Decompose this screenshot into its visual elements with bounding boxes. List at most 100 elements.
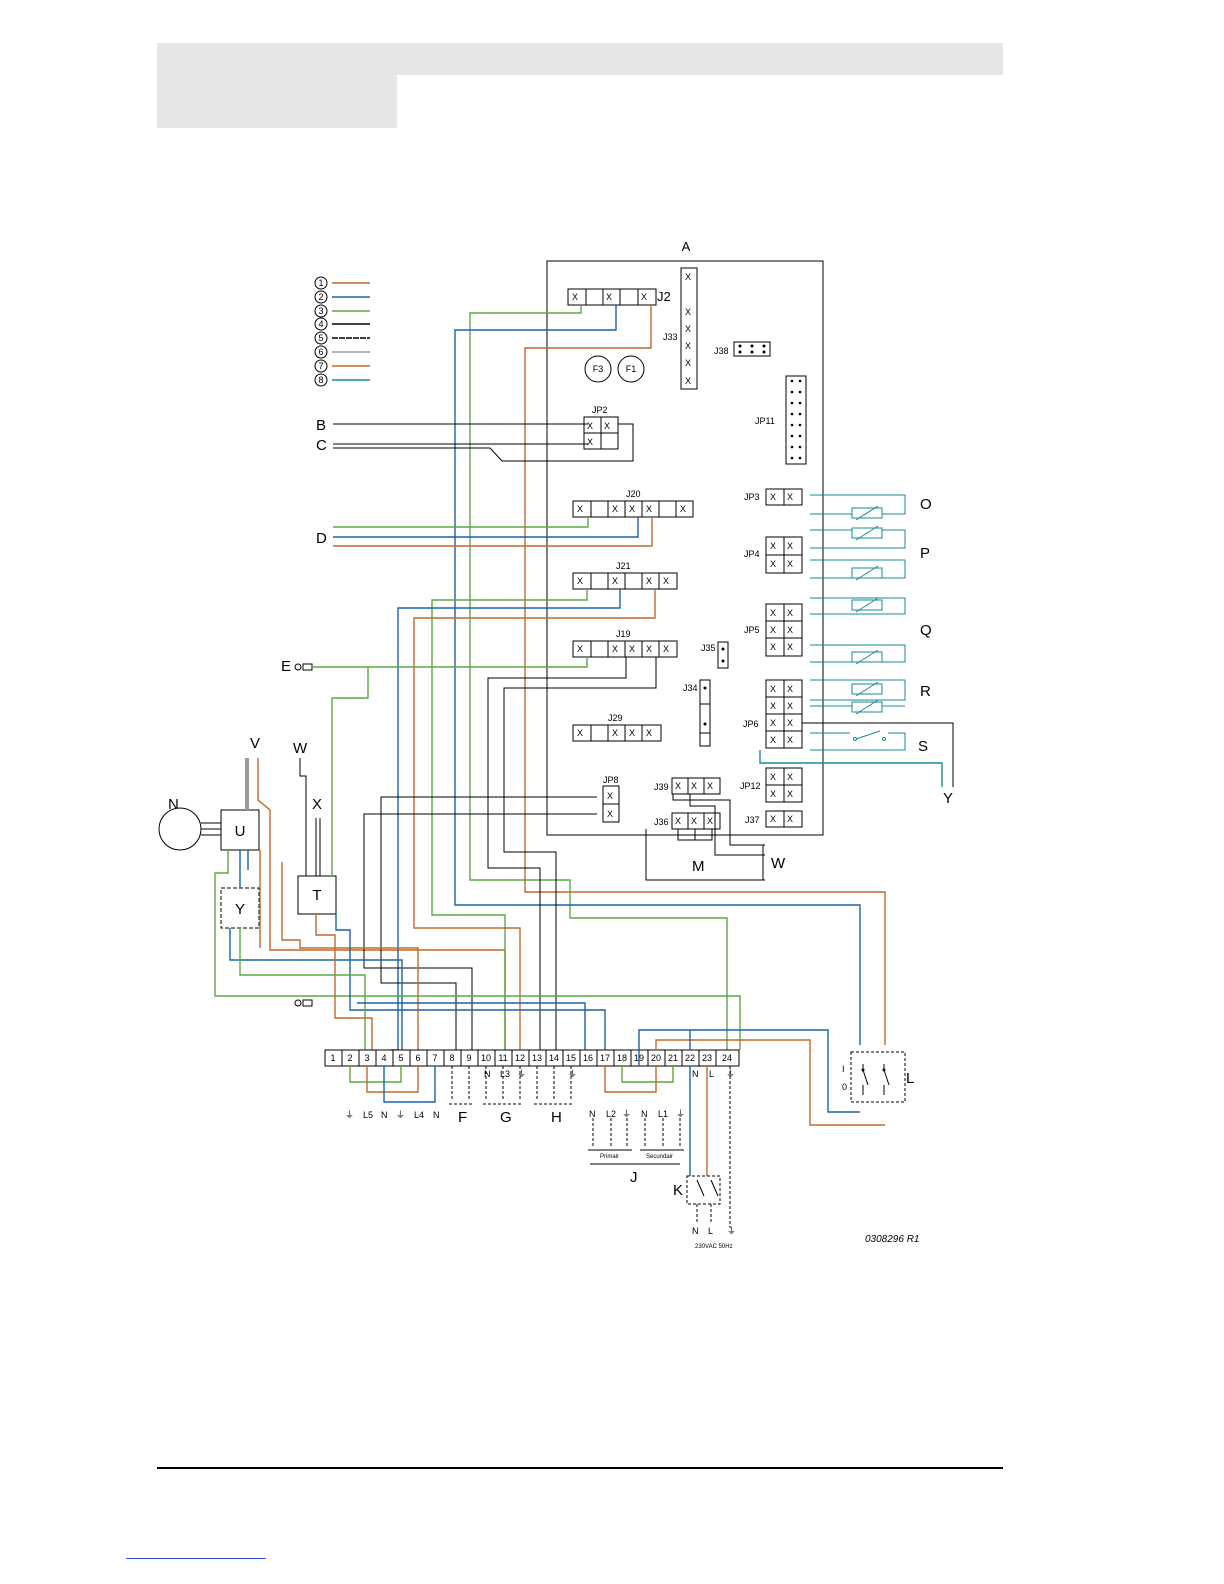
label-C: C xyxy=(316,437,327,454)
svg-text:⏚: ⏚ xyxy=(622,1109,631,1119)
svg-text:X: X xyxy=(607,791,613,801)
svg-text:12: 12 xyxy=(515,1053,525,1063)
svg-text:24: 24 xyxy=(722,1053,732,1063)
svg-text:⏚: ⏚ xyxy=(676,1109,685,1119)
label-R: R xyxy=(920,683,931,700)
mains-switch-K: K N L ⏚ 230VAC 50Hz xyxy=(673,1175,736,1250)
svg-text:X: X xyxy=(685,376,691,386)
sensor-group-P xyxy=(810,525,906,581)
svg-text:1: 1 xyxy=(318,278,323,288)
svg-text:JP12: JP12 xyxy=(740,781,761,791)
footer-link-underline[interactable] xyxy=(126,1558,266,1559)
legend-entry-8: 8 xyxy=(314,373,370,387)
svg-text:X: X xyxy=(577,644,583,654)
svg-text:7: 7 xyxy=(318,361,323,371)
label-W: W xyxy=(293,740,308,757)
svg-text:L3: L3 xyxy=(500,1069,510,1079)
svg-text:X: X xyxy=(663,576,669,586)
svg-text:14: 14 xyxy=(549,1053,559,1063)
svg-text:1: 1 xyxy=(330,1053,335,1063)
connector-JP11: JP11 xyxy=(755,375,807,465)
svg-text:JP6: JP6 xyxy=(743,719,759,729)
svg-text:X: X xyxy=(612,728,618,738)
svg-text:J19: J19 xyxy=(616,629,631,639)
label-H: H xyxy=(551,1109,562,1126)
svg-text:X: X xyxy=(787,559,793,569)
svg-text:J38: J38 xyxy=(714,346,729,356)
label-B: B xyxy=(316,417,326,434)
legend-entry-3: 3 xyxy=(314,304,370,318)
svg-text:X: X xyxy=(607,809,613,819)
svg-text:X: X xyxy=(770,772,776,782)
svg-text:X: X xyxy=(604,421,610,431)
svg-text:L: L xyxy=(906,1070,914,1087)
fuse-F3: F3 xyxy=(584,355,612,383)
svg-text:⏚: ⏚ xyxy=(726,1069,735,1079)
svg-text:0: 0 xyxy=(842,1082,847,1092)
svg-text:8: 8 xyxy=(449,1053,454,1063)
component-U: U xyxy=(220,809,260,851)
svg-text:X: X xyxy=(787,718,793,728)
svg-text:X: X xyxy=(685,307,691,317)
svg-text:11: 11 xyxy=(498,1053,507,1063)
svg-text:JP8: JP8 xyxy=(603,775,619,785)
svg-text:I: I xyxy=(842,1064,845,1074)
svg-text:N: N xyxy=(692,1226,699,1236)
svg-text:X: X xyxy=(787,625,793,635)
label-V: V xyxy=(250,735,260,752)
svg-text:9: 9 xyxy=(466,1053,471,1063)
label-S: S xyxy=(918,738,928,755)
svg-text:X: X xyxy=(685,341,691,351)
switch-S xyxy=(810,730,906,751)
svg-text:X: X xyxy=(629,504,635,514)
svg-text:⏚: ⏚ xyxy=(568,1069,577,1079)
component-T: T xyxy=(297,875,337,915)
svg-text:X: X xyxy=(691,816,697,826)
svg-text:J29: J29 xyxy=(608,713,623,723)
svg-text:5: 5 xyxy=(318,333,323,343)
label-E: E xyxy=(281,658,291,675)
svg-text:X: X xyxy=(787,608,793,618)
svg-text:X: X xyxy=(770,642,776,652)
svg-text:X: X xyxy=(770,559,776,569)
svg-text:X: X xyxy=(629,644,635,654)
svg-text:J37: J37 xyxy=(745,815,760,825)
svg-text:X: X xyxy=(675,781,681,791)
svg-text:Secundair: Secundair xyxy=(646,1154,673,1160)
legend-entry-5: 5 xyxy=(314,331,370,345)
svg-text:X: X xyxy=(707,781,713,791)
legend-entry-6: 6 xyxy=(314,345,370,359)
svg-text:⏚: ⏚ xyxy=(727,1226,736,1236)
svg-text:X: X xyxy=(787,541,793,551)
svg-text:J2: J2 xyxy=(657,289,671,304)
svg-text:N: N xyxy=(381,1110,388,1120)
svg-text:J39: J39 xyxy=(654,782,669,792)
svg-text:Primair: Primair xyxy=(600,1154,619,1160)
svg-text:X: X xyxy=(770,608,776,618)
svg-text:F3: F3 xyxy=(593,364,604,374)
svg-text:X: X xyxy=(612,576,618,586)
svg-text:N: N xyxy=(641,1109,648,1119)
svg-text:J35: J35 xyxy=(701,643,716,653)
svg-text:7: 7 xyxy=(432,1053,437,1063)
svg-text:Y: Y xyxy=(235,901,245,918)
svg-text:J33: J33 xyxy=(663,332,678,342)
earth-terminal-E xyxy=(294,663,313,671)
label-W-right: W xyxy=(771,855,786,872)
svg-text:L1: L1 xyxy=(658,1109,668,1119)
svg-text:3: 3 xyxy=(364,1053,369,1063)
svg-text:4: 4 xyxy=(318,319,323,329)
svg-text:23: 23 xyxy=(702,1053,712,1063)
svg-text:13: 13 xyxy=(532,1053,542,1063)
svg-text:JP11: JP11 xyxy=(755,416,775,426)
svg-text:⏚: ⏚ xyxy=(345,1110,354,1120)
sensor-group-Q xyxy=(810,597,906,665)
svg-text:18: 18 xyxy=(617,1053,627,1063)
